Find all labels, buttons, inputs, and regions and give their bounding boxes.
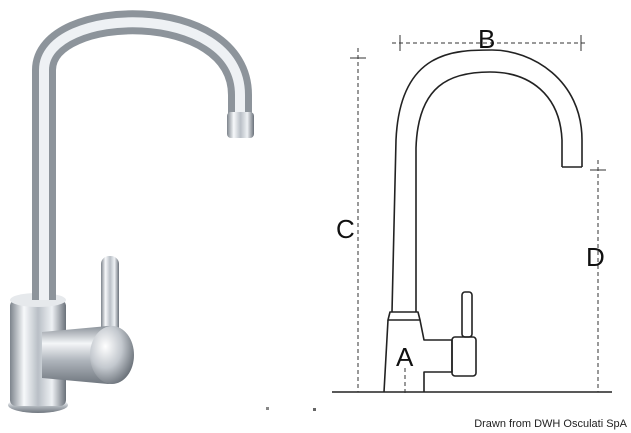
faucet-spout bbox=[32, 10, 252, 300]
speck bbox=[313, 408, 316, 411]
faucet-spout-tip bbox=[227, 112, 254, 138]
photo-specks bbox=[266, 407, 316, 411]
faucet-handle-knob bbox=[90, 326, 134, 384]
dimension-d-label: D bbox=[586, 242, 605, 272]
credit-text: Drawn from DWH Osculati SpA bbox=[474, 418, 627, 430]
dimension-a-label: A bbox=[396, 342, 414, 372]
dimension-c-label: C bbox=[336, 214, 355, 244]
collar bbox=[387, 311, 421, 321]
faucet-handle-lever bbox=[101, 256, 119, 338]
faucet-spout-highlight bbox=[39, 17, 245, 300]
faucet-body bbox=[10, 300, 66, 406]
dimension-b-label: B bbox=[478, 24, 495, 54]
dimension-lines bbox=[350, 35, 606, 395]
handle-cylinder bbox=[451, 336, 477, 377]
speck bbox=[266, 407, 269, 410]
spout-inner-edge bbox=[415, 71, 563, 312]
faucet-outline-drawing bbox=[332, 49, 612, 393]
faucet-photo bbox=[8, 10, 254, 413]
faucet-body-outline bbox=[383, 319, 453, 393]
handle-lever-outline bbox=[461, 291, 473, 338]
spout-outer-edge bbox=[391, 49, 583, 313]
